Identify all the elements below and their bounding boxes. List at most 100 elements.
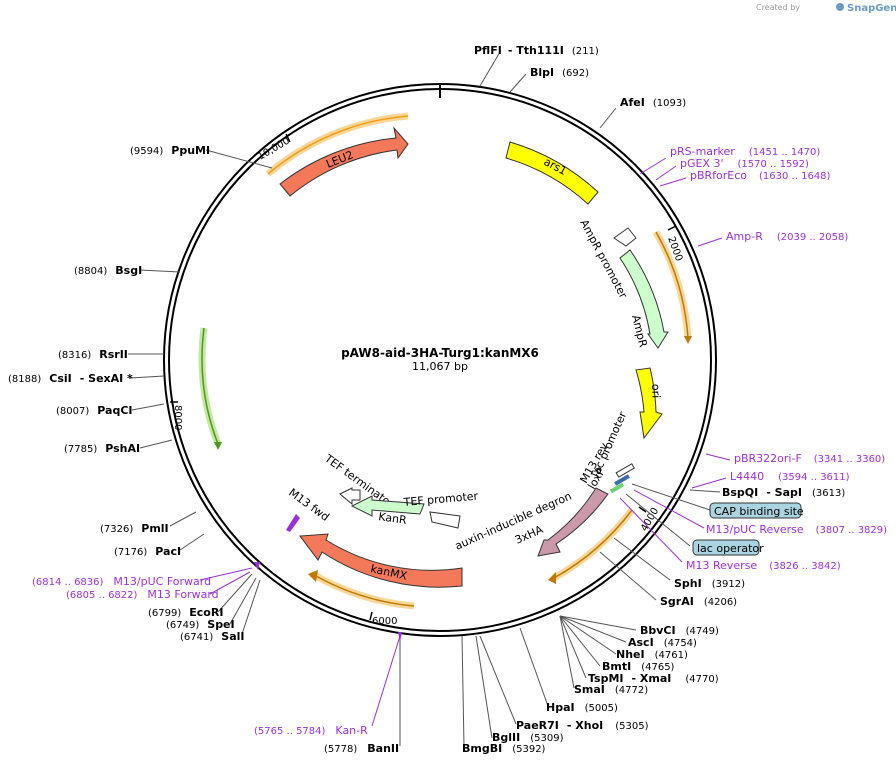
m13puc-fwd-marker: [254, 562, 260, 570]
plasmid-length: 11,067 bp: [412, 360, 468, 373]
site-ecori[interactable]: (6799)EcoRI: [148, 606, 223, 619]
site-bglii[interactable]: BglII(5309): [492, 731, 564, 744]
site-bmti[interactable]: BmtI(4765): [602, 660, 675, 673]
site-sali[interactable]: (6741)SalI: [180, 630, 244, 643]
site-pflfi[interactable]: PflFI- Tth111I(211): [474, 44, 599, 57]
svg-text:8000: 8000: [172, 405, 183, 430]
spei-line: [229, 577, 257, 625]
lac-operator-line: [625, 493, 691, 547]
site-tspmi[interactable]: TspMI- XmaI(4770): [588, 672, 719, 685]
primer-m13puc-reverse[interactable]: M13/pUC Reverse(3807 .. 3829): [706, 523, 887, 536]
site-pmli[interactable]: (7326)PmlI: [100, 522, 169, 535]
primer-l4440[interactable]: L4440(3594 .. 3611): [730, 470, 850, 483]
site-bbvci[interactable]: BbvCI(4749): [640, 624, 719, 637]
leu2-feature[interactable]: [279, 126, 409, 197]
m13rev-feature[interactable]: [609, 482, 625, 494]
left-orf-highlight: [198, 327, 222, 446]
bsgi-line: [139, 269, 181, 273]
ampr-orf-line: [655, 231, 689, 339]
l4440-line: [691, 477, 727, 489]
lac-promoter-feature[interactable]: [615, 463, 635, 478]
left-orf-line: [201, 327, 219, 445]
site-bsgi[interactable]: (8804)BsgI: [74, 264, 142, 277]
site-nhei[interactable]: NheI(4761): [616, 648, 688, 661]
site-csii[interactable]: (8188)CsiI- SexAI *: [8, 372, 133, 385]
site-paci[interactable]: (7176)PacI: [114, 545, 181, 558]
m13-rev-line: [619, 497, 683, 563]
site-spei[interactable]: (6749)SpeI: [166, 618, 235, 631]
ampr-promoter-feature[interactable]: [613, 227, 637, 247]
brand-name: SnapGene: [847, 3, 896, 14]
plasmid-name: pAW8-aid-3HA-Turg1:kanMX6: [341, 346, 539, 360]
ruler-6000: 6000: [369, 611, 397, 627]
sphi-line: [613, 537, 671, 581]
bspqi-line: [689, 489, 721, 493]
loxp-feature[interactable]: [614, 474, 630, 486]
primer-pbr322ori-f[interactable]: pBR322ori-F(3341 .. 3360): [734, 452, 885, 465]
kan-r-primer-line: [371, 635, 401, 727]
site-hpai[interactable]: HpaI(5005): [546, 701, 618, 714]
primer-pbrforeco[interactable]: pBRforEco(1630 .. 1648): [690, 169, 831, 182]
m13-fwd-feature[interactable]: [286, 514, 300, 532]
kanmx-orf-arrow: [308, 570, 318, 582]
aid-orf-line: [553, 509, 633, 579]
primer-kan-r[interactable]: (5765 .. 5784)Kan-R: [254, 724, 368, 737]
m13-fwd-primer-line: [209, 571, 251, 595]
site-sgrai[interactable]: SgrAI(4206): [660, 595, 737, 608]
site-ppumi[interactable]: (9594)PpuMI: [130, 144, 210, 157]
kan-r-primer-marker: [398, 632, 402, 642]
ars1-feature[interactable]: [505, 141, 599, 205]
primer-m13-forward[interactable]: (6805 .. 6822)M13 Forward: [66, 588, 219, 601]
afei-line: [599, 107, 617, 129]
paqci-line: [131, 403, 165, 411]
svg-text:6000: 6000: [372, 616, 397, 627]
ampr-orf-arrow: [684, 336, 692, 344]
site-paer7i[interactable]: PaeR7I- XhoI(5305): [516, 719, 649, 732]
prs-marker-line: [639, 157, 667, 175]
tef-terminator-feature[interactable]: [339, 487, 361, 506]
sgrai-line: [599, 551, 657, 601]
ecori-line: [217, 573, 253, 613]
tef-promoter-feature[interactable]: [429, 511, 461, 529]
credit-text: Created by: [756, 3, 800, 12]
ori-feature[interactable]: [635, 367, 663, 440]
leu2-label: LEU2: [324, 148, 355, 171]
primer-m13puc-forward[interactable]: (6814 .. 6836)M13/pUC Forward: [32, 575, 211, 588]
cap-binding-site-box[interactable]: [709, 502, 802, 519]
primer-prs-marker[interactable]: pRS-marker(1451 .. 1470): [670, 145, 820, 158]
site-smai[interactable]: SmaI(4772): [574, 683, 648, 696]
aid-feature[interactable]: [537, 487, 609, 557]
site-afei[interactable]: AfeI(1093): [620, 96, 686, 109]
site-sphi[interactable]: SphI(3912): [674, 577, 745, 590]
site-banii[interactable]: (5778)BanII: [324, 742, 399, 755]
lac-operator-box[interactable]: [692, 539, 760, 556]
blpi-line: [509, 73, 527, 93]
site-paqci[interactable]: (8007)PaqCI: [56, 404, 133, 417]
kanr-feature[interactable]: [350, 495, 425, 517]
primer-pgex3[interactable]: pGEX 3'(1570 .. 1592): [680, 157, 809, 170]
aid-orf-arrow: [548, 572, 556, 584]
site-bmgbi[interactable]: BmgBI(5392): [462, 742, 546, 755]
ampr-feature[interactable]: [619, 249, 669, 349]
site-blpi[interactable]: BlpI(692): [530, 66, 589, 79]
site-bspqi[interactable]: BspQI- SapI(3613): [722, 486, 845, 499]
site-asci[interactable]: AscI(4754): [628, 636, 697, 649]
bottom-site-lines: [461, 615, 637, 747]
csii-line: [129, 375, 165, 379]
amp-r-line: [697, 237, 723, 247]
leu2-orf-line: [267, 115, 409, 175]
site-pshai[interactable]: (7785)PshAI: [64, 442, 140, 455]
primer-amp-r[interactable]: Amp-R(2039 .. 2058): [726, 230, 848, 243]
pshai-line: [139, 439, 173, 449]
pbr322ori-line: [705, 453, 731, 461]
left-orf-arrow: [214, 442, 222, 450]
site-rsrii[interactable]: (8316)RsrII: [58, 348, 128, 361]
lac-operator-label: lac operator: [697, 542, 764, 555]
sali-line: [241, 579, 261, 635]
cap-line: [631, 483, 711, 511]
paci-line: [179, 533, 205, 551]
primer-m13-reverse[interactable]: M13 Reverse(3826 .. 3842): [686, 559, 841, 572]
kanmx-feature[interactable]: [299, 533, 463, 588]
cap-binding-site-label: CAP binding site: [714, 505, 804, 518]
